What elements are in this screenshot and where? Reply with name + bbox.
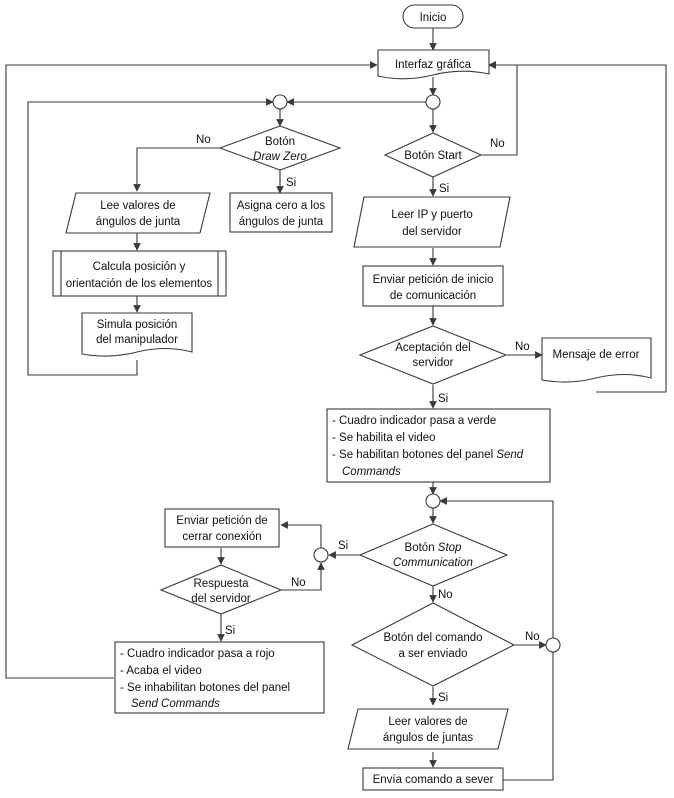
svg-text:Communication: Communication — [393, 557, 473, 569]
draw-zero-decision: Botón Draw Zero — [218, 125, 342, 171]
svg-text:Lee valores de: Lee valores de — [100, 200, 175, 212]
svg-text:- Acaba el video: - Acaba el video — [120, 665, 202, 677]
svg-text:- Cuadro indicador pasa a verd: - Cuadro indicador pasa a verde — [332, 415, 496, 427]
start-decision: Botón Start — [383, 132, 483, 178]
merge-circle-gui — [425, 94, 441, 110]
read-joints2-input: Leer valores de ángulos de juntas — [347, 708, 509, 750]
svg-text:Botón del comando: Botón del comando — [383, 632, 482, 644]
server-accept-decision: Aceptación del servidor — [358, 325, 508, 385]
svg-text:del servidor: del servidor — [191, 593, 251, 605]
start-no-label: No — [490, 138, 505, 150]
server-response-decision: Respuesta del servidor — [159, 564, 283, 615]
svg-text:ángulos de junta: ángulos de junta — [96, 216, 181, 228]
svg-text:del servidor: del servidor — [402, 226, 462, 238]
accept-no-label: No — [515, 341, 530, 353]
accept-yes-label: Si — [438, 393, 448, 405]
read-joints-input: Lee valores de ángulos de junta — [65, 192, 211, 234]
gui-document: Interfaz gráfica — [377, 49, 490, 80]
command-decision: Botón del comando a ser enviado — [350, 602, 516, 687]
svg-text:Leer IP y puerto: Leer IP y puerto — [391, 209, 473, 221]
start-yes-label: Si — [439, 183, 449, 195]
svg-text:orientación de los elementos: orientación de los elementos — [66, 278, 213, 290]
calc-pose-subprocess: Calcula posición y orientación de los el… — [52, 250, 227, 297]
error-message-document: Mensaje de error — [541, 337, 652, 383]
start-terminator: Inicio — [402, 4, 464, 29]
svg-text:- Se habilita el video: - Se habilita el video — [332, 432, 436, 444]
svg-text:del manipulador: del manipulador — [96, 334, 178, 346]
svg-text:Aceptación del: Aceptación del — [395, 342, 470, 354]
svg-text:Botón Stop: Botón Stop — [405, 542, 463, 554]
svg-text:- Cuadro indicador pasa a rojo: - Cuadro indicador pasa a rojo — [120, 648, 275, 660]
svg-text:Botón: Botón — [265, 136, 295, 148]
connector-lines — [5, 28, 667, 781]
svg-text:Simula posición: Simula posición — [97, 319, 178, 331]
svg-text:Botón Start: Botón Start — [404, 150, 462, 162]
svg-text:Send Commands: Send Commands — [131, 698, 220, 710]
cmd-yes-label: Si — [438, 692, 448, 704]
send-command-process: Envía comando a sever — [362, 767, 504, 791]
svg-text:Enviar petición de: Enviar petición de — [176, 515, 267, 527]
enable-block-process: - Cuadro indicador pasa a verde - Se hab… — [326, 408, 551, 483]
merge-circle-drawzero — [272, 94, 288, 110]
svg-text:Respuesta: Respuesta — [194, 578, 250, 590]
stop-no-label: No — [438, 589, 453, 601]
svg-text:Commands: Commands — [342, 466, 401, 478]
cmd-no-label: No — [525, 631, 540, 643]
svg-text:cerrar conexión: cerrar conexión — [182, 531, 261, 543]
svg-text:Calcula posición y: Calcula posición y — [93, 261, 186, 273]
svg-text:Asigna cero a los: Asigna cero a los — [237, 200, 325, 212]
send-start-process: Enviar petición de inicio de comunicació… — [362, 265, 504, 307]
send-close-process: Enviar petición de cerrar conexión — [164, 508, 280, 548]
disable-block-process: - Cuadro indicador pasa a rojo - Acaba e… — [114, 641, 325, 714]
merge-circle-stop — [425, 493, 441, 509]
read-ip-input: Leer IP y puerto del servidor — [353, 196, 511, 248]
svg-text:ángulos de junta: ángulos de junta — [239, 216, 324, 228]
svg-text:servidor: servidor — [413, 357, 454, 369]
svg-text:- Se inhabilitan botones del p: - Se inhabilitan botones del panel — [120, 682, 290, 694]
resp-yes-label: Si — [225, 625, 235, 637]
svg-text:Enviar petición de inicio: Enviar petición de inicio — [373, 274, 494, 286]
stop-decision: Botón Stop Communication — [358, 523, 509, 587]
svg-text:Mensaje de error: Mensaje de error — [553, 349, 640, 361]
draw-zero-yes-label: Si — [286, 177, 296, 189]
svg-text:Inicio: Inicio — [420, 12, 447, 24]
svg-text:- Se habilitan botones del pan: - Se habilitan botones del panel Send — [332, 449, 524, 461]
draw-zero-no-label: No — [196, 134, 211, 146]
stop-yes-label: Si — [338, 540, 348, 552]
svg-text:de comunicación: de comunicación — [390, 290, 476, 302]
svg-text:Leer valores de: Leer valores de — [388, 716, 467, 728]
merge-circle-close — [313, 547, 329, 563]
svg-text:a ser enviado: a ser enviado — [398, 648, 467, 660]
assign-zero-process: Asigna cero a los ángulos de junta — [229, 192, 333, 233]
resp-no-label: No — [291, 577, 306, 589]
merge-circle-cmd — [545, 637, 561, 653]
svg-text:ángulos de juntas: ángulos de juntas — [383, 732, 473, 744]
simulate-document: Simula posición del manipulador — [81, 312, 193, 357]
svg-text:Draw Zero: Draw Zero — [253, 151, 307, 163]
svg-text:Interfaz gráfica: Interfaz gráfica — [395, 59, 472, 71]
svg-text:Envía comando a sever: Envía comando a sever — [373, 774, 494, 786]
